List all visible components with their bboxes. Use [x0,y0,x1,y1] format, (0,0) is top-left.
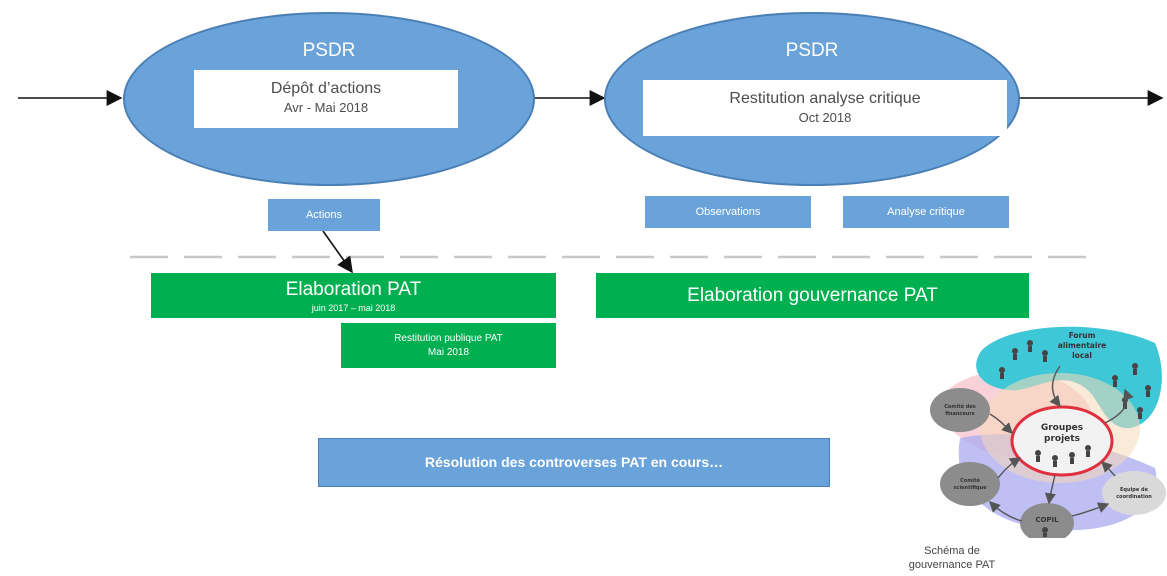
elaboration-pat-dates: juin 2017 – mai 2018 [311,303,396,313]
copil-node [1020,503,1074,538]
observations-tag: Observations [645,196,811,228]
actions-tag: Actions [268,199,380,231]
restitution-analyse-label: Restitution analyse critique [729,90,921,107]
copil-to-coordination-arrow [1071,502,1110,517]
depot-actions-date: Avr - Mai 2018 [283,100,369,115]
coordination-label-1: Equipe de [1120,487,1149,493]
groupes-to-forum-arrow [1104,388,1134,424]
groupes-label-1: Groupes [1041,423,1083,433]
financeurs-to-groupes-arrow [989,413,1013,434]
scientifique-label-1: Comité [960,477,980,484]
depot-actions-box: Dépôt d’actions Avr - Mai 2018 [194,70,458,128]
resolution-controverses-label: Résolution des controverses PAT en cours… [424,454,724,470]
restitution-publique-label: Restitution publique PAT [394,333,503,344]
elaboration-gouvernance-title: Elaboration gouvernance PAT [687,285,938,306]
restitution-publique-date: Mai 2018 [427,347,470,358]
elaboration-pat-box: Elaboration PAT juin 2017 – mai 2018 [151,273,556,318]
governance-caption-line2: gouvernance PAT [908,559,996,571]
actions-to-pat-arrow [322,230,353,274]
coordination-node [1102,471,1166,515]
scientifique-label-2: scientifique [954,485,988,491]
psdr-phase2-ellipse: PSDR Restitution analyse critique Oct 20… [604,12,1020,186]
copil-to-scientifique-arrow [989,501,1023,522]
forum-label-3: local [1072,351,1092,360]
psdr-phase1-title: PSDR [302,40,356,61]
governance-caption: Schéma de gouvernance PAT [892,544,1012,572]
scientifique-node [940,462,1000,506]
financeurs-label-2: financeurs [945,411,975,417]
forum-label-1: Forum [1069,331,1096,340]
analyse-critique-tag: Analyse critique [843,196,1009,228]
groupes-to-copil-arrow [1044,474,1056,505]
governance-caption-line1: Schéma de [924,545,980,557]
elaboration-gouvernance-box: Elaboration gouvernance PAT [596,273,1029,318]
depot-actions-label: Dépôt d’actions [270,80,382,97]
psdr-phase1-ellipse: PSDR Dépôt d’actions Avr - Mai 2018 [123,12,535,186]
financeurs-label-1: Comité des [944,403,976,410]
restitution-analyse-box: Restitution analyse critique Oct 2018 [643,80,1007,136]
scientifique-to-groupes-arrow [997,457,1022,479]
groupes-label-2: projets [1044,434,1080,444]
resolution-controverses-box: Résolution des controverses PAT en cours… [318,438,830,487]
governance-schema: Forum alimentaire local Comité des finan… [930,326,1166,538]
restitution-publique-box: Restitution publique PAT Mai 2018 [341,323,556,368]
psdr-phase2-title: PSDR [785,40,839,61]
forum-label-2: alimentaire [1058,341,1106,350]
forum-to-groupes-arrow [1049,365,1061,408]
copil-label: COPIL [1035,516,1059,524]
coordination-label-2: coordination [1116,494,1152,500]
elaboration-pat-title: Elaboration PAT [285,279,422,300]
restitution-analyse-date: Oct 2018 [798,110,852,125]
financeurs-node [930,388,990,432]
coordination-to-groupes-arrow [1101,461,1116,477]
